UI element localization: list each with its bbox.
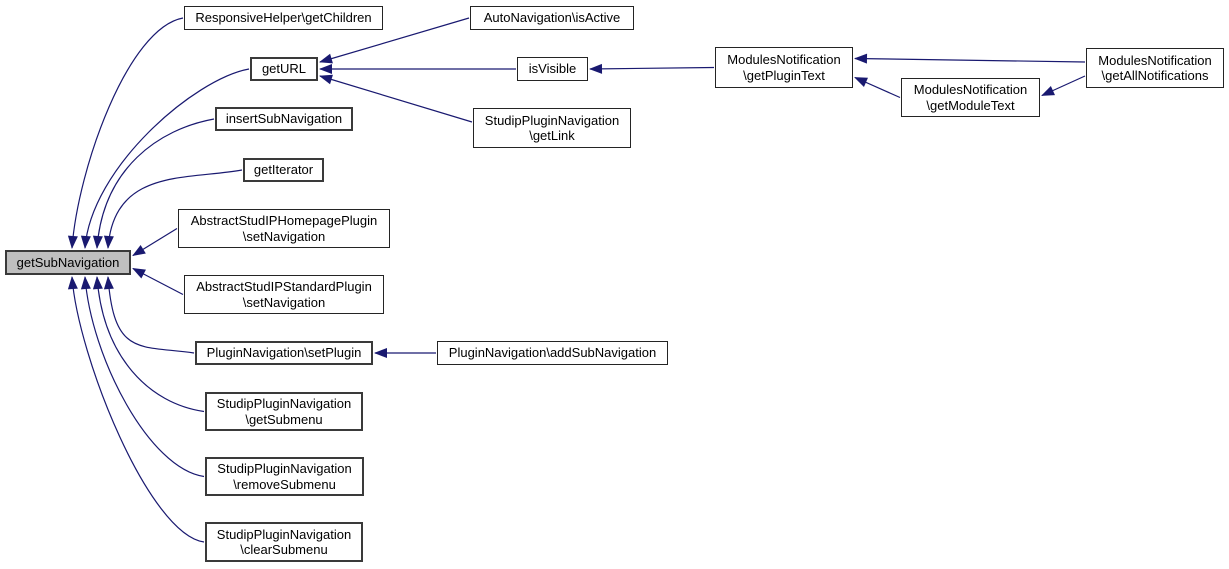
node-label: StudipPluginNavigation — [216, 396, 352, 411]
node-label: isVisible — [528, 61, 577, 77]
node-label: insertSubNavigation — [225, 111, 343, 127]
node-label: \getPluginText — [743, 67, 825, 83]
node-label: \removeSubmenu — [233, 476, 336, 492]
node-getLink[interactable]: StudipPluginNavigation\getLink — [473, 108, 631, 148]
node-label: \getModuleText — [926, 97, 1015, 113]
node-getURL[interactable]: getURL — [250, 57, 318, 81]
node-label: \getAllNotifications — [1101, 68, 1209, 83]
node-setPlugin[interactable]: PluginNavigation\setPlugin — [195, 341, 373, 365]
node-addSubNavigation[interactable]: PluginNavigation\addSubNavigation — [437, 341, 668, 365]
edge-removeSubmenu-to-getSubNavigation — [80, 276, 205, 478]
node-label: PluginNavigation\setPlugin — [206, 345, 362, 361]
edge-getLink-to-getURL — [319, 74, 473, 123]
node-label: ResponsiveHelper\getChildren — [195, 10, 372, 26]
edge-homepageSetNavigation-to-getSubNavigation — [132, 227, 178, 257]
edge-standardSetNavigation-to-getSubNavigation — [132, 267, 184, 296]
edge-setPlugin-to-getSubNavigation — [103, 276, 195, 354]
node-label: \setNavigation — [242, 228, 326, 244]
node-insertSubNavigation[interactable]: insertSubNavigation — [215, 107, 353, 131]
node-label: ModulesNotification — [913, 82, 1028, 97]
edge-clearSubmenu-to-getSubNavigation — [67, 276, 205, 543]
node-label: PluginNavigation\addSubNavigation — [448, 345, 657, 361]
node-label: StudipPluginNavigation — [217, 461, 352, 476]
node-homepageSetNavigation[interactable]: AbstractStudIPHomepagePlugin\setNavigati… — [178, 209, 390, 248]
node-getIterator[interactable]: getIterator — [243, 158, 324, 182]
node-getModuleText[interactable]: ModulesNotification\getModuleText — [901, 78, 1040, 117]
node-getChildren[interactable]: ResponsiveHelper\getChildren — [184, 6, 383, 30]
node-getSubmenu[interactable]: StudipPluginNavigation\getSubmenu — [205, 392, 363, 431]
edge-isActive-to-getURL — [319, 17, 470, 64]
node-label: AbstractStudIPHomepagePlugin — [190, 213, 378, 228]
edge-getIterator-to-getSubNavigation — [103, 169, 243, 249]
node-label: getIterator — [253, 162, 314, 178]
edge-insertSubNavigation-to-getSubNavigation — [92, 118, 215, 249]
edge-getURL-to-getSubNavigation — [80, 68, 250, 249]
node-label: \getLink — [529, 128, 575, 143]
edge-getSubmenu-to-getSubNavigation — [92, 276, 205, 413]
node-removeSubmenu[interactable]: StudipPluginNavigation\removeSubmenu — [205, 457, 364, 496]
node-label: getURL — [261, 61, 307, 77]
node-label: getSubNavigation — [16, 254, 120, 270]
node-getAllNotifications[interactable]: ModulesNotification\getAllNotifications — [1086, 48, 1224, 88]
node-label: AbstractStudIPStandardPlugin — [196, 279, 372, 294]
node-getPluginText[interactable]: ModulesNotification\getPluginText — [715, 47, 853, 88]
node-standardSetNavigation[interactable]: AbstractStudIPStandardPlugin\setNavigati… — [184, 275, 384, 314]
node-label: \getSubmenu — [245, 411, 323, 427]
node-label: StudipPluginNavigation — [484, 112, 620, 128]
node-label: StudipPluginNavigation — [216, 526, 352, 542]
edge-getAllNotifications-to-getModuleText — [1041, 75, 1086, 97]
node-getSubNavigation: getSubNavigation — [5, 250, 131, 275]
node-clearSubmenu[interactable]: StudipPluginNavigation\clearSubmenu — [205, 522, 363, 562]
node-label: AutoNavigation\isActive — [483, 10, 621, 26]
edge-getModuleText-to-getPluginText — [854, 76, 901, 99]
node-isVisible[interactable]: isVisible — [517, 57, 588, 81]
node-label: \clearSubmenu — [240, 542, 328, 557]
node-label: \setNavigation — [242, 294, 326, 310]
edge-getPluginText-to-isVisible — [589, 63, 715, 74]
node-isActive[interactable]: AutoNavigation\isActive — [470, 6, 634, 30]
node-label: ModulesNotification — [727, 52, 841, 67]
node-label: ModulesNotification — [1098, 52, 1212, 68]
edge-getAllNotifications-to-getPluginText — [854, 53, 1086, 64]
edge-getChildren-to-getSubNavigation — [67, 17, 184, 249]
